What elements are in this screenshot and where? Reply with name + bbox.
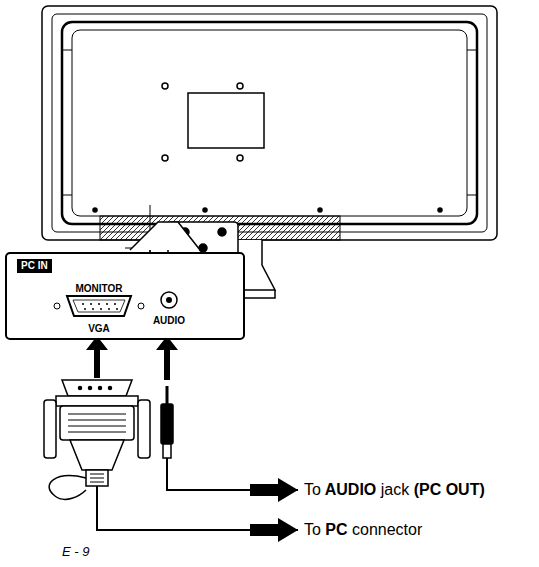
page-number: E - 9 — [62, 545, 89, 559]
tab-label: PC IN — [17, 259, 52, 273]
insert-arrow — [86, 336, 178, 380]
cable-destination: To PC connector — [304, 521, 422, 539]
cable-destination: To AUDIO jack (PC OUT) — [304, 481, 485, 499]
direction-arrow — [250, 478, 298, 502]
direction-arrow — [250, 518, 298, 542]
port-label: MONITOR — [75, 284, 122, 294]
connector-panel: PC IN MONITOR VGA AUDIO — [5, 252, 245, 340]
port-label: AUDIO — [153, 316, 185, 326]
vga-plug — [44, 380, 150, 499]
port-label: VGA — [88, 324, 110, 334]
audio-plug — [161, 386, 173, 458]
